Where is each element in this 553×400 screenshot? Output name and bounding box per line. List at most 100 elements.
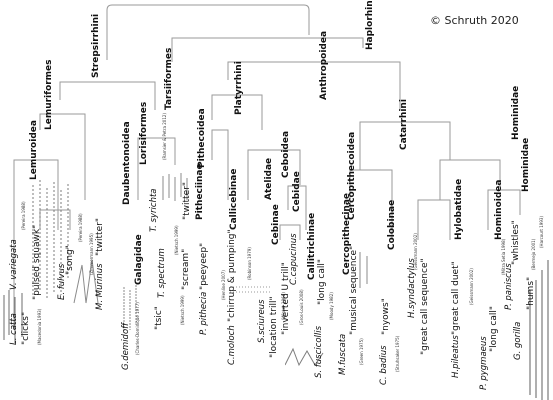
branch-haplorhini bbox=[171, 37, 364, 62]
species-call: "musical sequence" bbox=[349, 245, 359, 335]
species-name: L. catta bbox=[9, 313, 19, 345]
species-name: V. variegata bbox=[9, 239, 19, 290]
species-ref: (Charles-Dominique 1977) bbox=[135, 302, 140, 355]
species-name: T. spectrum bbox=[157, 248, 167, 298]
branch-root bbox=[106, 4, 310, 60]
branch-lorisiformes bbox=[137, 137, 176, 200]
spectrogram-t-syrichta bbox=[162, 173, 188, 201]
branch-hylobatidae bbox=[417, 199, 451, 240]
species-name: C.capucinus bbox=[289, 233, 299, 285]
species-ref: (Henline 2007) bbox=[221, 270, 226, 300]
clade-anthropoidea: Anthropoidea bbox=[319, 30, 329, 100]
species-name: M.fuscata bbox=[338, 333, 348, 375]
species-call: "song" bbox=[65, 245, 75, 275]
species-ref: (Harcourt 1993) bbox=[539, 216, 544, 248]
species-call: "hums" bbox=[526, 276, 536, 310]
species-ref: (Ramsier & Petra 2012) bbox=[162, 113, 167, 160]
species-ref: (Pereira 1988) bbox=[21, 201, 26, 230]
species-ref: (Macedonia 1993) bbox=[37, 308, 42, 345]
species-ref: (Geissmann 2002) bbox=[413, 233, 418, 270]
clade-lemuriformes: Lemuriformes bbox=[44, 59, 54, 130]
clade-ceboidea: Ceboidea bbox=[281, 130, 291, 178]
species-call: "tsic" bbox=[154, 306, 164, 330]
clade-callicebinae: Callicebinae bbox=[229, 168, 239, 230]
branch-strepsirrhini bbox=[59, 81, 156, 110]
branch-pithecoidea bbox=[211, 129, 229, 200]
clade-catarrhini: Catarrhini bbox=[399, 99, 409, 150]
clade-cebidae: Cebidae bbox=[292, 171, 302, 212]
species-ref: (Pereira 1988) bbox=[78, 213, 83, 242]
clade-hominoidea: Hominoidea bbox=[494, 179, 504, 240]
clade-hylobatidae: Hylobatidae bbox=[454, 178, 464, 240]
copyright-notice: © Schruth 2020 bbox=[430, 14, 519, 27]
species-call: "whistles" bbox=[511, 220, 521, 265]
species-name: P. paniscus bbox=[504, 263, 514, 310]
species-name: G. gorilla bbox=[513, 321, 523, 360]
branch-platyrrhini bbox=[211, 94, 263, 130]
species-name: P. pygmaeus bbox=[479, 336, 489, 390]
clade-pitheciinae: Pitheciinae bbox=[195, 163, 205, 220]
spectrogram-m-murinus bbox=[73, 259, 99, 304]
clade-colobinae: Colobinae bbox=[387, 199, 397, 250]
branch-catarrhini bbox=[359, 121, 451, 170]
species-call: "inverted U trill" bbox=[281, 262, 291, 335]
species-call: "long call" bbox=[489, 305, 499, 352]
species-ref: (Nietsch 1999) bbox=[180, 295, 185, 325]
species-ref: (Struhsaker 1975) bbox=[395, 335, 400, 372]
species-name: G.demidoff bbox=[121, 322, 131, 370]
species-call: "chirrup & pumping" bbox=[227, 229, 237, 322]
species-ref: (Moody 1982) bbox=[329, 292, 334, 320]
clade-haplorhini: Haplorhini bbox=[365, 0, 375, 50]
clade-cebinae: Cebinae bbox=[271, 204, 281, 245]
clade-daubentonoidea: Daubentonoidea bbox=[122, 121, 132, 205]
clade-hominidae-upper: Hominidae bbox=[511, 85, 521, 140]
species-call: "scream" bbox=[181, 248, 191, 290]
branch-hominoidea bbox=[439, 159, 501, 200]
clade-strepsirrhini: Strepsirrhini bbox=[91, 13, 101, 78]
spectrogram-m-fuscata bbox=[359, 252, 368, 288]
species-call: "great call sequence" bbox=[420, 258, 430, 355]
species-ref: (Gros-Louis 2008) bbox=[299, 289, 304, 325]
species-call: "location trill" bbox=[269, 296, 279, 358]
species-call: "peeyeep" bbox=[199, 242, 209, 290]
species-name: C. badius bbox=[379, 345, 389, 385]
clade-tarsiiformes: Tarsiiformes bbox=[164, 47, 174, 110]
spectrogram-s-fuscicollis bbox=[285, 347, 324, 367]
clade-callitrichinae: Callitrichinae bbox=[307, 212, 317, 280]
species-name: C.moloch bbox=[227, 325, 237, 365]
species-name: H.pileatus bbox=[451, 335, 461, 378]
branch-cebinae bbox=[279, 224, 301, 240]
species-name: S.sciureus bbox=[257, 299, 267, 344]
species-name: T. syrichta bbox=[149, 188, 159, 232]
clade-lorisiformes: Lorisiformes bbox=[139, 101, 149, 165]
branch-lemuroidea bbox=[13, 159, 59, 330]
clade-lemuroidea: Lemuroidea bbox=[29, 120, 39, 180]
branch-ateloidea bbox=[247, 149, 301, 200]
species-call: "great call duet" bbox=[451, 261, 461, 335]
clade-galagidae: Galagidae bbox=[134, 234, 144, 285]
branch-ceboidea bbox=[287, 185, 307, 230]
branch-anthropoidea bbox=[227, 61, 401, 110]
species-call: "twitter" bbox=[182, 182, 192, 220]
species-name: M. Murinus bbox=[95, 263, 105, 310]
spectrogram-g-demidoff bbox=[123, 285, 137, 333]
species-call: "twitter" bbox=[95, 218, 105, 256]
species-name: P. pithecia bbox=[199, 291, 209, 335]
species-call: "long call" bbox=[317, 258, 327, 305]
branch-hominidae bbox=[487, 189, 521, 230]
species-call: "clicks" bbox=[21, 311, 31, 345]
species-call: "nyows" bbox=[381, 298, 391, 335]
species-ref: (Robinson 1979) bbox=[247, 247, 252, 280]
branch-cercopithecoidea bbox=[349, 169, 393, 240]
species-ref: (Green 1975) bbox=[359, 338, 364, 365]
species-ref: (Bermejo 2001) bbox=[531, 238, 536, 270]
clade-pithecoidea: Pithecoidea bbox=[197, 108, 207, 168]
species-ref: (Geissmann 2002) bbox=[469, 268, 474, 305]
clade-hominidae-lower: Hominidae bbox=[521, 137, 531, 192]
species-ref: (Zimmermann 1995) bbox=[89, 233, 94, 275]
branch-lemuriformes bbox=[39, 113, 86, 200]
clade-atelidae: Atelidae bbox=[264, 157, 274, 200]
spectrogram-c-moloch bbox=[230, 286, 270, 293]
